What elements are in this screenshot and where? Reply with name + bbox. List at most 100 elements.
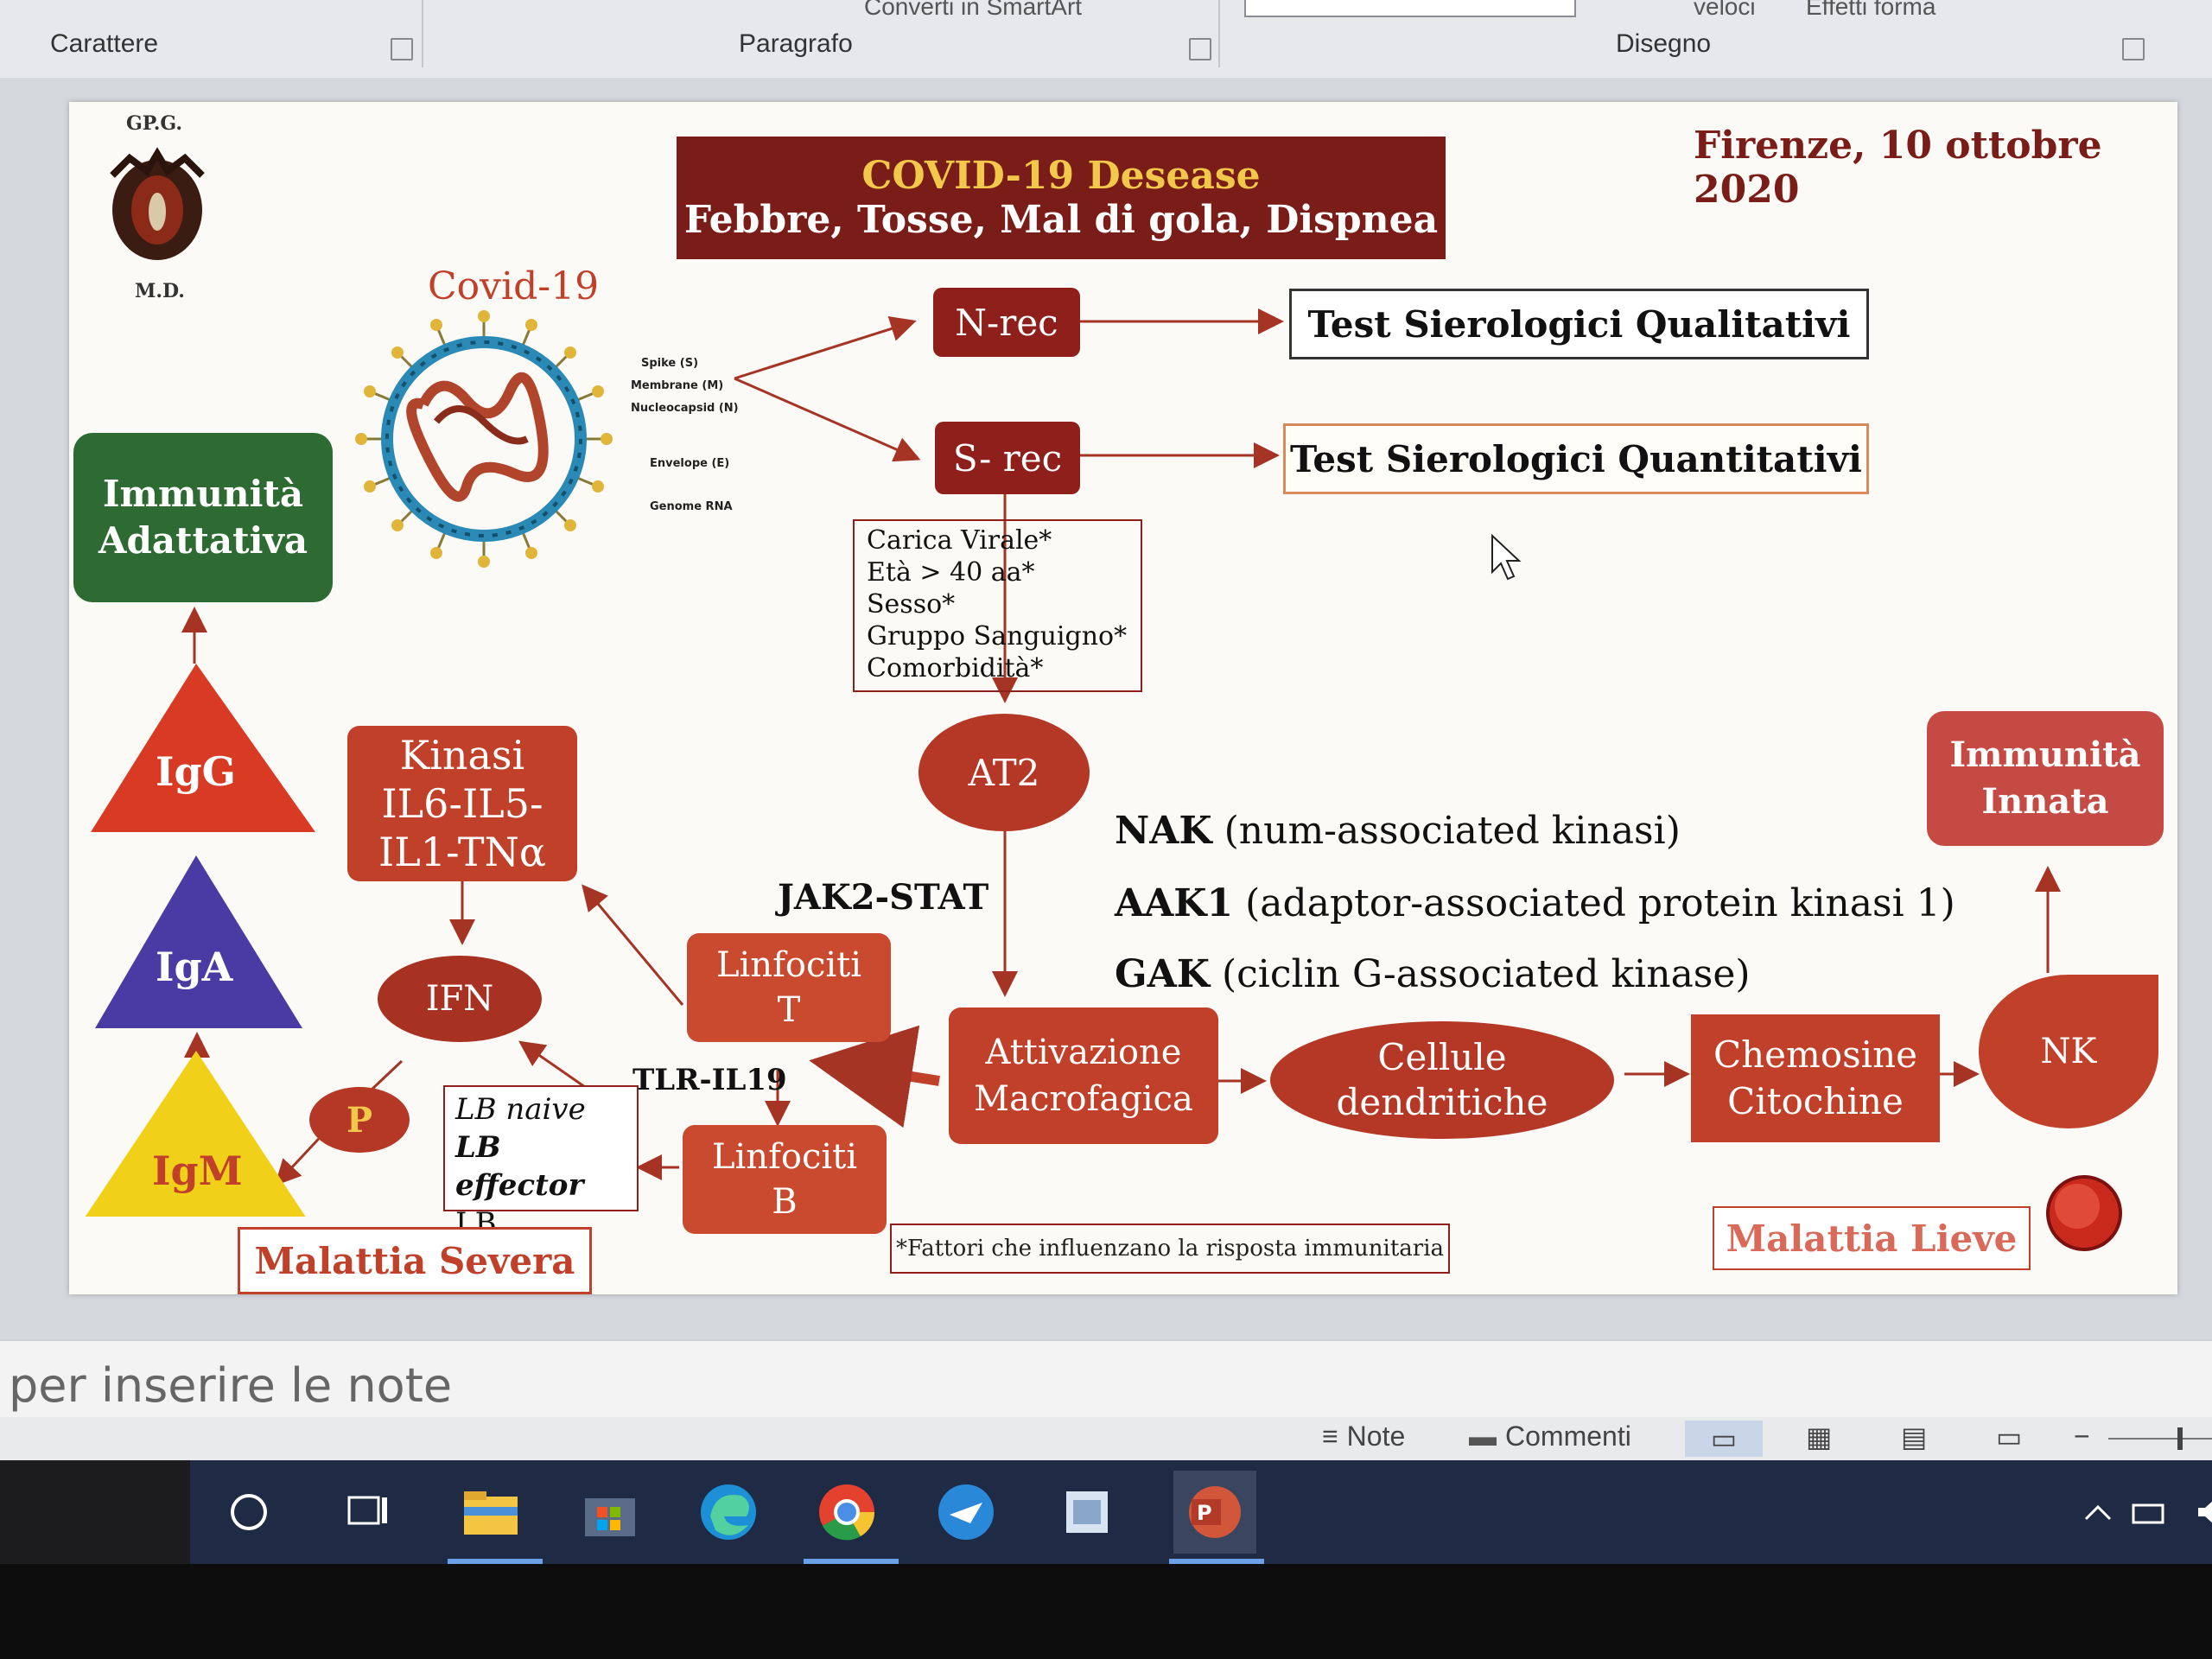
- kinasi-line3: IL1-TNα: [378, 829, 546, 875]
- title-box: COVID-19 Desease Febbre, Tosse, Mal di g…: [677, 137, 1446, 259]
- factor-carica-virale: Carica Virale*: [867, 525, 1052, 556]
- enzyme-nak-abbr: NAK: [1115, 809, 1212, 853]
- virus-label-genome: Genome RNA: [650, 500, 733, 513]
- active-indicator: [448, 1559, 543, 1564]
- ribbon-separator: [422, 0, 423, 67]
- notes-pane[interactable]: per inserire le note: [0, 1339, 2212, 1419]
- attivazione-line1: Attivazione: [985, 1033, 1182, 1072]
- factor-gruppo-sanguigno: Gruppo Sanguigno*: [867, 621, 1128, 652]
- disegno-launcher-icon[interactable]: [2122, 38, 2145, 60]
- comments-button[interactable]: ▬ Commenti: [1469, 1421, 1631, 1452]
- footnote-box: *Fattori che influenzano la risposta imm…: [890, 1224, 1450, 1274]
- logo-bottom-text: M.D.: [135, 280, 185, 302]
- linfociti-t-line2: T: [777, 990, 801, 1030]
- factors-box: Carica Virale* Età > 40 aa* Sesso* Grupp…: [853, 519, 1142, 692]
- linfociti-t-box: Linfociti T: [687, 933, 891, 1042]
- cellule-line1: Cellule: [1377, 1036, 1507, 1078]
- normal-view-icon: ▭: [1710, 1423, 1738, 1454]
- malattia-severa-box: Malattia Severa: [238, 1227, 592, 1294]
- kinasi-line2: IL6-IL5-: [381, 780, 543, 827]
- igm-label: IgM: [152, 1147, 243, 1194]
- volume-icon[interactable]: [2177, 1479, 2212, 1545]
- edge-icon[interactable]: [696, 1479, 761, 1545]
- chemosine-line2: Citochine: [1727, 1080, 1904, 1122]
- date-text: Firenze, 10 ottobre 2020: [1694, 124, 2102, 212]
- zoom-slider-thumb[interactable]: [2177, 1427, 2183, 1450]
- reading-view-icon: ▤: [1901, 1421, 1928, 1452]
- reading-view-button[interactable]: ▤: [1901, 1421, 1927, 1453]
- test-quantitativi-box: Test Sierologici Quantitativi: [1283, 423, 1869, 494]
- note-button[interactable]: ≡ Note: [1322, 1421, 1405, 1452]
- immunita-innata-line1: Immunità: [1949, 734, 2141, 775]
- lb-box: LB naive LB effector LB Memory: [443, 1085, 639, 1279]
- p-ellipse: P: [309, 1087, 410, 1153]
- malattia-lieve-box: Malattia Lieve: [1713, 1206, 2031, 1270]
- immunita-adattativa-line1: Immunità: [102, 473, 304, 515]
- kinasi-box: Kinasi IL6-IL5- IL1-TNα: [347, 726, 577, 881]
- at2-ellipse: AT2: [918, 714, 1090, 831]
- comment-icon: ▬: [1469, 1421, 1497, 1452]
- immunoglobulin-triangles: [85, 664, 315, 1217]
- slideshow-icon: ▭: [1996, 1421, 2023, 1452]
- immunita-innata-box: Immunità Innata: [1927, 711, 2164, 846]
- file-explorer-icon[interactable]: [458, 1479, 524, 1545]
- paragrafo-launcher-icon[interactable]: [1189, 38, 1211, 60]
- chrome-icon[interactable]: [814, 1479, 880, 1545]
- shape-gallery[interactable]: [1244, 0, 1576, 17]
- tlr-label: TLR-IL19: [632, 1063, 787, 1097]
- enzyme-gak: GAK (ciclin G-associated kinase): [1115, 952, 1751, 996]
- network-icon[interactable]: [2117, 1479, 2183, 1545]
- nk-shape: NK: [1979, 975, 2158, 1128]
- virus-label-envelope: Envelope (E): [650, 457, 730, 470]
- enzyme-aak1-abbr: AAK1: [1115, 881, 1234, 925]
- enzyme-gak-desc: (ciclin G-associated kinase): [1221, 952, 1751, 996]
- factor-comorbidita: Comorbidità*: [867, 653, 1044, 683]
- chevron-up-icon[interactable]: [2065, 1479, 2131, 1545]
- linfociti-b-line2: B: [772, 1182, 798, 1222]
- virus-label-spike: Spike (S): [641, 357, 699, 370]
- slideshow-button[interactable]: ▭: [1996, 1421, 2022, 1453]
- immunita-adattativa-line2: Adattativa: [98, 519, 308, 562]
- task-view-icon[interactable]: [335, 1479, 401, 1545]
- slide[interactable]: GP.G. M.D. Firenze, 10 ottobre 2020 COVI…: [69, 102, 2177, 1294]
- enzyme-gak-abbr: GAK: [1115, 952, 1210, 996]
- virus-icon: [355, 310, 613, 568]
- cellule-dendritiche-ellipse: Cellule dendritiche: [1270, 1021, 1614, 1139]
- email-icon[interactable]: [933, 1479, 999, 1545]
- enzyme-aak1: AAK1 (adaptor-associated protein kinasi …: [1115, 881, 1955, 925]
- store-icon[interactable]: [577, 1479, 643, 1545]
- zoom-out-button[interactable]: −: [2074, 1421, 2090, 1452]
- search-icon[interactable]: [216, 1479, 282, 1545]
- cellule-line2: dendritiche: [1336, 1081, 1548, 1123]
- n-rec-box: N-rec: [933, 288, 1080, 357]
- zoom-slider[interactable]: [2108, 1438, 2212, 1440]
- iga-label: IgA: [156, 944, 233, 990]
- crest-logo-icon: [110, 147, 205, 260]
- taskbar: P: [190, 1460, 2212, 1564]
- red-circle-icon: [2046, 1175, 2122, 1251]
- factor-sesso: Sesso*: [867, 589, 956, 620]
- virus-legend: Spike (S) Membrane (M) Nucleocapsid (N) …: [631, 353, 739, 518]
- slide-sorter-icon: ▦: [1806, 1421, 1833, 1452]
- carattere-launcher-icon[interactable]: [391, 38, 413, 60]
- s-rec-box: S- rec: [935, 422, 1080, 494]
- powerpoint-icon[interactable]: P: [1173, 1471, 1256, 1554]
- virus-label-nucleocapsid: Nucleocapsid (N): [631, 402, 739, 415]
- covid-label: Covid-19: [428, 264, 600, 308]
- group-disegno-label: Disegno: [1616, 29, 1712, 58]
- linfociti-b-line1: Linfociti: [711, 1137, 858, 1177]
- status-bar: ≡ Note ▬ Commenti ▭ ▦ ▤ ▭ −: [0, 1417, 2212, 1460]
- stili-veloci-button[interactable]: veloci: [1694, 0, 1756, 20]
- group-carattere-label: Carattere: [50, 29, 159, 58]
- linfociti-b-box: Linfociti B: [683, 1125, 887, 1234]
- ribbon: Converti in SmartArt veloci Effetti form…: [0, 0, 2212, 79]
- effetti-forma-button[interactable]: Effetti forma: [1806, 0, 1936, 20]
- app-icon[interactable]: [1054, 1479, 1120, 1545]
- normal-view-button[interactable]: ▭: [1685, 1421, 1763, 1457]
- slide-workspace: GP.G. M.D. Firenze, 10 ottobre 2020 COVI…: [0, 78, 2212, 1339]
- slide-sorter-button[interactable]: ▦: [1806, 1421, 1832, 1453]
- svg-text:P: P: [1197, 1501, 1212, 1525]
- chemosine-box: Chemosine Citochine: [1691, 1014, 1940, 1142]
- linfociti-t-line1: Linfociti: [715, 945, 862, 985]
- converti-smartart-button[interactable]: Converti in SmartArt: [864, 0, 1083, 20]
